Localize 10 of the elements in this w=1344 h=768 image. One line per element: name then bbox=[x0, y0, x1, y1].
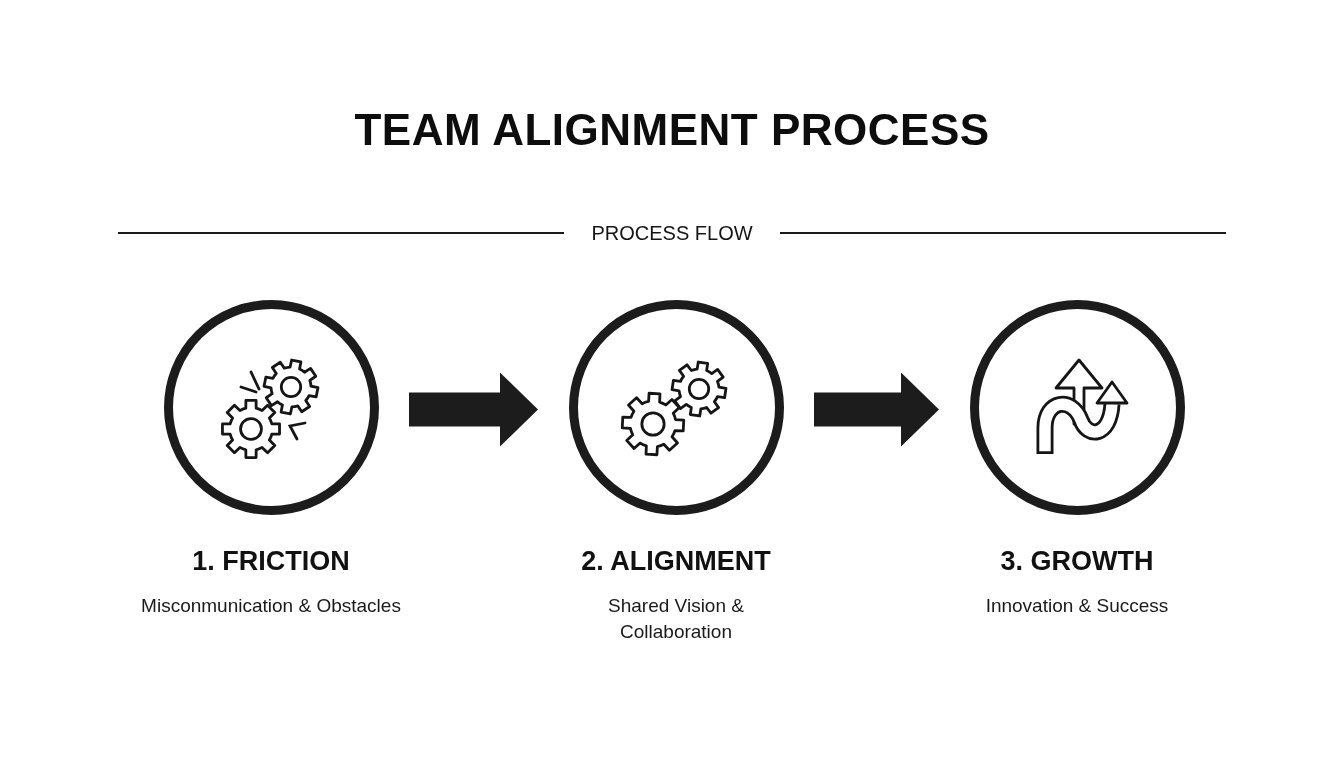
step-title: 1. FRICTION bbox=[192, 545, 350, 577]
step-title: 3. GROWTH bbox=[1000, 545, 1154, 577]
diagram-title: TEAM ALIGNMENT PROCESS bbox=[354, 104, 990, 156]
block-arrow bbox=[814, 372, 939, 447]
step-description: Misconmunication & Obstacles bbox=[141, 594, 401, 618]
step-description: Shared Vision & Collaboration bbox=[607, 594, 745, 644]
block-arrow bbox=[409, 372, 538, 447]
section-label: PROCESS FLOW bbox=[591, 221, 753, 246]
step-description: Innovation & Success bbox=[985, 594, 1169, 618]
step-title: 2. ALIGNMENT bbox=[581, 545, 771, 577]
